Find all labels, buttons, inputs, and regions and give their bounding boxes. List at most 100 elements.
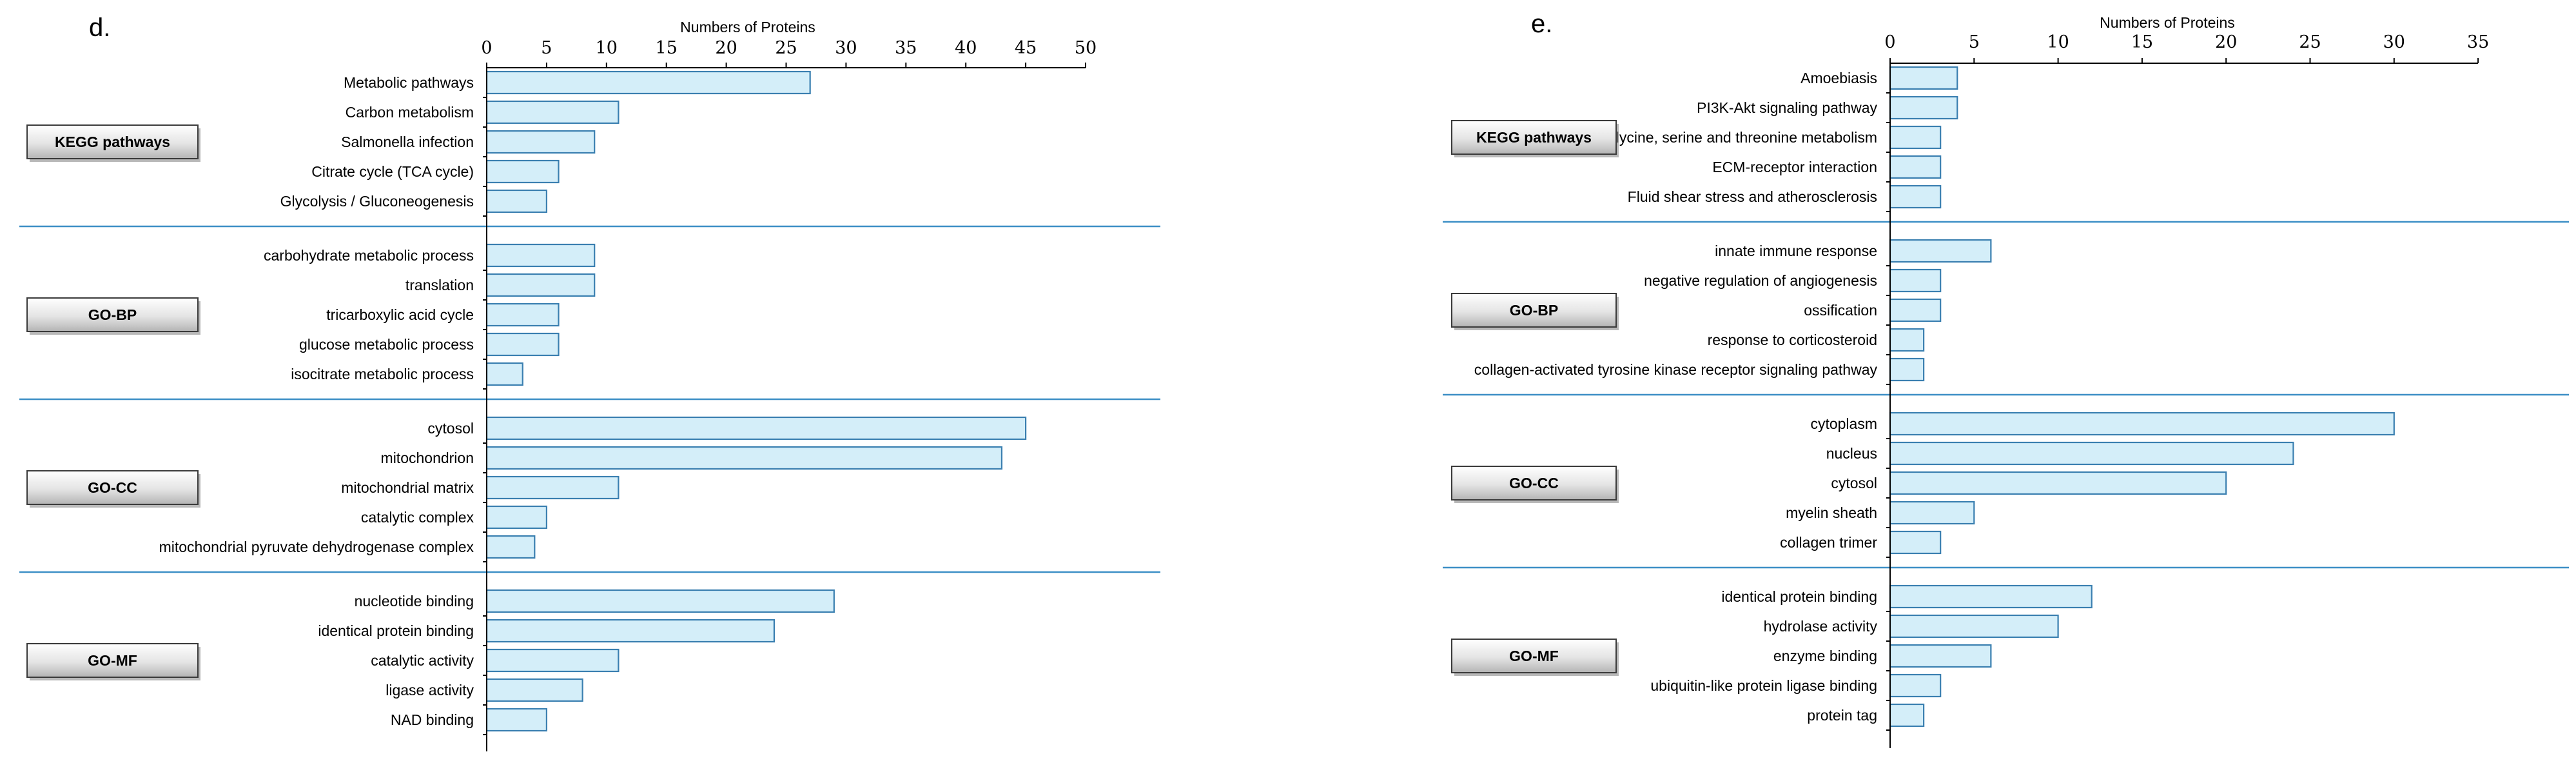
group-label-e-go-mf: GO-MF [1509,648,1559,664]
x-tick-label-e-30: 30 [2383,32,2405,52]
x-tick-label-e-15: 15 [2131,32,2153,52]
category-label-e-hydrolase-activity: hydrolase activity [1764,618,1878,635]
x-tick-label-d-15: 15 [656,38,678,58]
group-button-d-go-bp [26,297,199,332]
category-label-d-identical-protein-binding: identical protein binding [318,622,474,639]
bar-e-enzyme-binding [1889,644,1992,668]
category-label-d-isocitrate-metabolic-process: isocitrate metabolic process [291,366,474,382]
x-tick-label-d-25: 25 [775,38,797,58]
bar-d-metabolic-pathways [485,70,811,95]
category-label-d-nad-binding: NAD binding [391,711,474,728]
category-label-d-citrate-cycle-tca-cycle: Citrate cycle (TCA cycle) [311,163,474,180]
category-label-d-carbon-metabolism: Carbon metabolism [346,104,474,121]
group-button-e-go-bp [1451,293,1617,328]
category-label-d-mitochondrion: mitochondrion [381,450,474,466]
category-label-e-pi3k-akt-signaling-pathway: PI3K-Akt signaling pathway [1697,99,1877,116]
group-label-d-go-mf: GO-MF [88,652,137,669]
bar-e-response-to-corticosteroid [1889,328,1925,352]
category-label-d-catalytic-complex: catalytic complex [361,509,474,526]
group-label-e-kegg-pathways: KEGG pathways [1476,129,1592,146]
bar-e-pi3k-akt-signaling-pathway [1889,95,1958,120]
panel-d-letter: d. [89,14,110,42]
group-label-e-go-bp: GO-BP [1510,302,1558,319]
group-label-d-kegg-pathways: KEGG pathways [55,134,170,150]
category-label-d-tricarboxylic-acid-cycle: tricarboxylic acid cycle [326,306,474,323]
x-tick-label-d-10: 10 [596,38,618,58]
bar-d-translation [485,273,596,297]
bar-d-glucose-metabolic-process [485,332,560,357]
panel-e-letter: e. [1531,10,1552,38]
bar-d-salmonella-infection [485,130,596,154]
category-label-e-amoebiasis: Amoebiasis [1800,70,1877,86]
bar-e-myelin-sheath [1889,500,1975,525]
bar-d-mitochondrial-pyruvate-dehydrogenase-complex [485,535,536,559]
category-label-e-enzyme-binding: enzyme binding [1773,648,1877,664]
category-label-d-ligase-activity: ligase activity [385,682,474,699]
bar-d-mitochondrion [485,446,1003,470]
category-label-e-collagen-trimer: collagen trimer [1780,534,1877,551]
bar-d-identical-protein-binding [485,619,776,643]
category-label-e-nucleus: nucleus [1826,445,1877,462]
bar-e-hydrolase-activity [1889,614,2059,639]
x-tick-label-d-5: 5 [541,38,552,58]
x-tick-label-e-5: 5 [1969,32,1980,52]
category-label-d-catalytic-activity: catalytic activity [371,652,474,669]
x-tick-label-d-20: 20 [715,38,737,58]
category-label-d-translation: translation [405,277,474,293]
x-tick-label-e-25: 25 [2299,32,2321,52]
group-button-d-kegg-pathways [26,124,199,159]
bar-d-catalytic-complex [485,505,548,530]
bar-e-glycine-serine-and-threonine-metabolism [1889,125,1942,150]
bar-d-citrate-cycle-tca-cycle [485,159,560,184]
category-label-e-identical-protein-binding: identical protein binding [1721,588,1877,605]
group-button-d-go-cc [26,470,199,505]
group-label-e-go-cc: GO-CC [1509,475,1559,491]
category-label-d-carbohydrate-metabolic-process: carbohydrate metabolic process [264,247,474,264]
bar-d-carbohydrate-metabolic-process [485,243,596,268]
category-label-d-nucleotide-binding: nucleotide binding [355,593,474,609]
x-tick-label-e-10: 10 [2047,32,2069,52]
bar-d-isocitrate-metabolic-process [485,362,523,386]
category-label-e-cytosol: cytosol [1831,475,1877,491]
x-tick-label-e-35: 35 [2467,32,2489,52]
bar-d-nucleotide-binding [485,589,835,613]
group-button-e-go-cc [1451,466,1617,500]
category-label-e-negative-regulation-of-angiogenesis: negative regulation of angiogenesis [1644,272,1877,289]
category-label-e-ossification: ossification [1804,302,1877,319]
category-label-e-myelin-sheath: myelin sheath [1786,504,1877,521]
category-label-e-collagen-activated-tyrosine-kinase-receptor-signaling-pathway: collagen-activated tyrosine kinase recep… [1474,361,1878,378]
bar-e-ubiquitin-like-protein-ligase-binding [1889,673,1942,698]
category-label-d-metabolic-pathways: Metabolic pathways [344,74,474,91]
category-label-e-cytoplasm: cytoplasm [1810,415,1877,432]
category-label-d-mitochondrial-pyruvate-dehydrogenase-complex: mitochondrial pyruvate dehydrogenase com… [159,539,474,555]
bar-e-ossification [1889,298,1942,322]
bar-e-innate-immune-response [1889,239,1992,263]
category-label-d-cytosol: cytosol [427,420,474,437]
bar-e-identical-protein-binding [1889,584,2093,609]
bar-d-cytosol [485,416,1027,441]
panel-d-x-axis-title: Numbers of Proteins [680,19,815,35]
x-tick-label-d-50: 50 [1075,38,1097,58]
category-label-d-glucose-metabolic-process: glucose metabolic process [299,336,474,353]
bar-d-tricarboxylic-acid-cycle [485,302,560,327]
bar-e-collagen-activated-tyrosine-kinase-receptor-signaling-pathway [1889,357,1925,382]
category-label-e-ecm-receptor-interaction: ECM-receptor interaction [1712,159,1877,175]
bar-d-ligase-activity [485,678,583,702]
bar-e-ecm-receptor-interaction [1889,155,1942,179]
x-tick-label-d-45: 45 [1015,38,1037,58]
category-label-e-protein-tag: protein tag [1807,707,1877,724]
x-tick-label-e-0: 0 [1884,32,1895,52]
group-label-d-go-cc: GO-CC [88,479,137,496]
category-label-e-ubiquitin-like-protein-ligase-binding: ubiquitin-like protein ligase binding [1650,677,1877,694]
group-button-d-go-mf [26,643,199,678]
x-tick-label-e-20: 20 [2215,32,2237,52]
x-tick-label-d-30: 30 [835,38,857,58]
category-label-e-glycine-serine-and-threonine-metabolism: Glycine, serine and threonine metabolism [1605,129,1877,146]
bar-e-protein-tag [1889,703,1925,728]
group-button-e-go-mf [1451,639,1617,673]
panel-e-x-axis-title: Numbers of Proteins [2100,14,2235,31]
